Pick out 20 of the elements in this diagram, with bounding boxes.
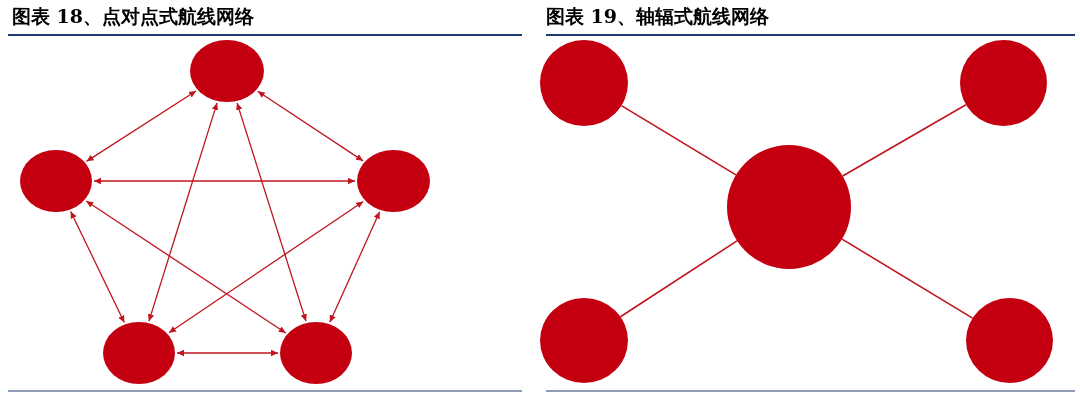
figure-title: 图表 18、点对点式航线网络 <box>12 4 255 29</box>
circle-node <box>357 150 430 212</box>
arrow <box>176 349 279 357</box>
arrow <box>147 102 218 322</box>
arrow <box>70 210 125 324</box>
arrow <box>329 211 381 323</box>
arrow <box>236 102 307 322</box>
connector-line <box>841 238 974 319</box>
circle-node <box>280 322 352 384</box>
arrow <box>85 200 287 334</box>
connector-line <box>841 103 967 177</box>
arrow <box>93 177 356 185</box>
connector-line <box>620 104 737 176</box>
arrow <box>168 200 364 334</box>
circle-node <box>103 322 175 384</box>
arrow <box>85 90 197 162</box>
connector-line <box>619 240 738 318</box>
figure-title: 图表 19、轴辐式航线网络 <box>546 4 770 29</box>
circle-node <box>20 150 92 212</box>
arrow <box>257 90 364 162</box>
